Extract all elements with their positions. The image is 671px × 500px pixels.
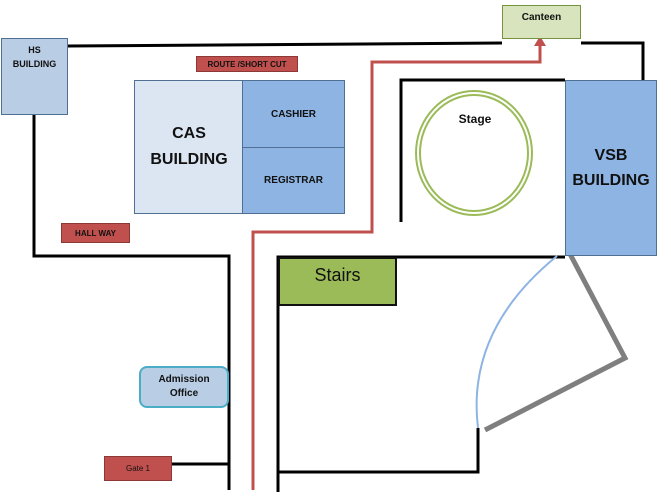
wall-hs-down xyxy=(32,115,231,490)
admission-office-label: Admission Office xyxy=(158,374,210,399)
registrar-room: REGISTRAR xyxy=(242,147,345,214)
cas-building: CAS BUILDING xyxy=(134,80,244,214)
wall-bottom-right xyxy=(278,428,480,474)
door-leaf xyxy=(483,252,629,433)
canteen-label: Canteen xyxy=(521,12,562,23)
stage-ring-outer xyxy=(415,90,533,216)
hs-building: HS BUILDING xyxy=(1,38,68,115)
hs-building-label: HS BUILDING xyxy=(12,45,57,69)
registrar-label: REGISTRAR xyxy=(264,175,323,186)
vsb-building: VSB BUILDING xyxy=(565,80,657,256)
route-arrowhead-icon xyxy=(534,36,546,46)
admission-office: Admission Office xyxy=(139,366,229,408)
stairs-label: Stairs xyxy=(314,265,361,285)
cashier-label: CASHIER xyxy=(270,108,316,120)
gate-1: Gate 1 xyxy=(104,456,172,481)
canteen: Canteen xyxy=(502,5,581,39)
stage-label: Stage xyxy=(458,112,492,126)
route-line xyxy=(251,42,542,490)
wall-top xyxy=(67,41,503,48)
cas-building-label: CAS BUILDING xyxy=(150,125,228,168)
cashier-room: CASHIER xyxy=(242,80,345,148)
route-shortcut-tag: ROUTE /SHORT CUT xyxy=(196,56,298,72)
stairs: Stairs xyxy=(278,257,397,306)
hall-way-tag: HALL WAY xyxy=(61,223,130,243)
vsb-building-label: VSB BUILDING xyxy=(572,147,650,189)
route-shortcut-label: ROUTE /SHORT CUT xyxy=(207,59,287,69)
gate-label: Gate 1 xyxy=(125,464,150,473)
stage-ring-inner xyxy=(419,94,529,212)
door-swing-arc xyxy=(475,255,558,429)
wall-stage-enclosure xyxy=(399,78,565,222)
hall-way-label: HALL WAY xyxy=(75,228,116,238)
wall-top-right xyxy=(581,41,645,80)
